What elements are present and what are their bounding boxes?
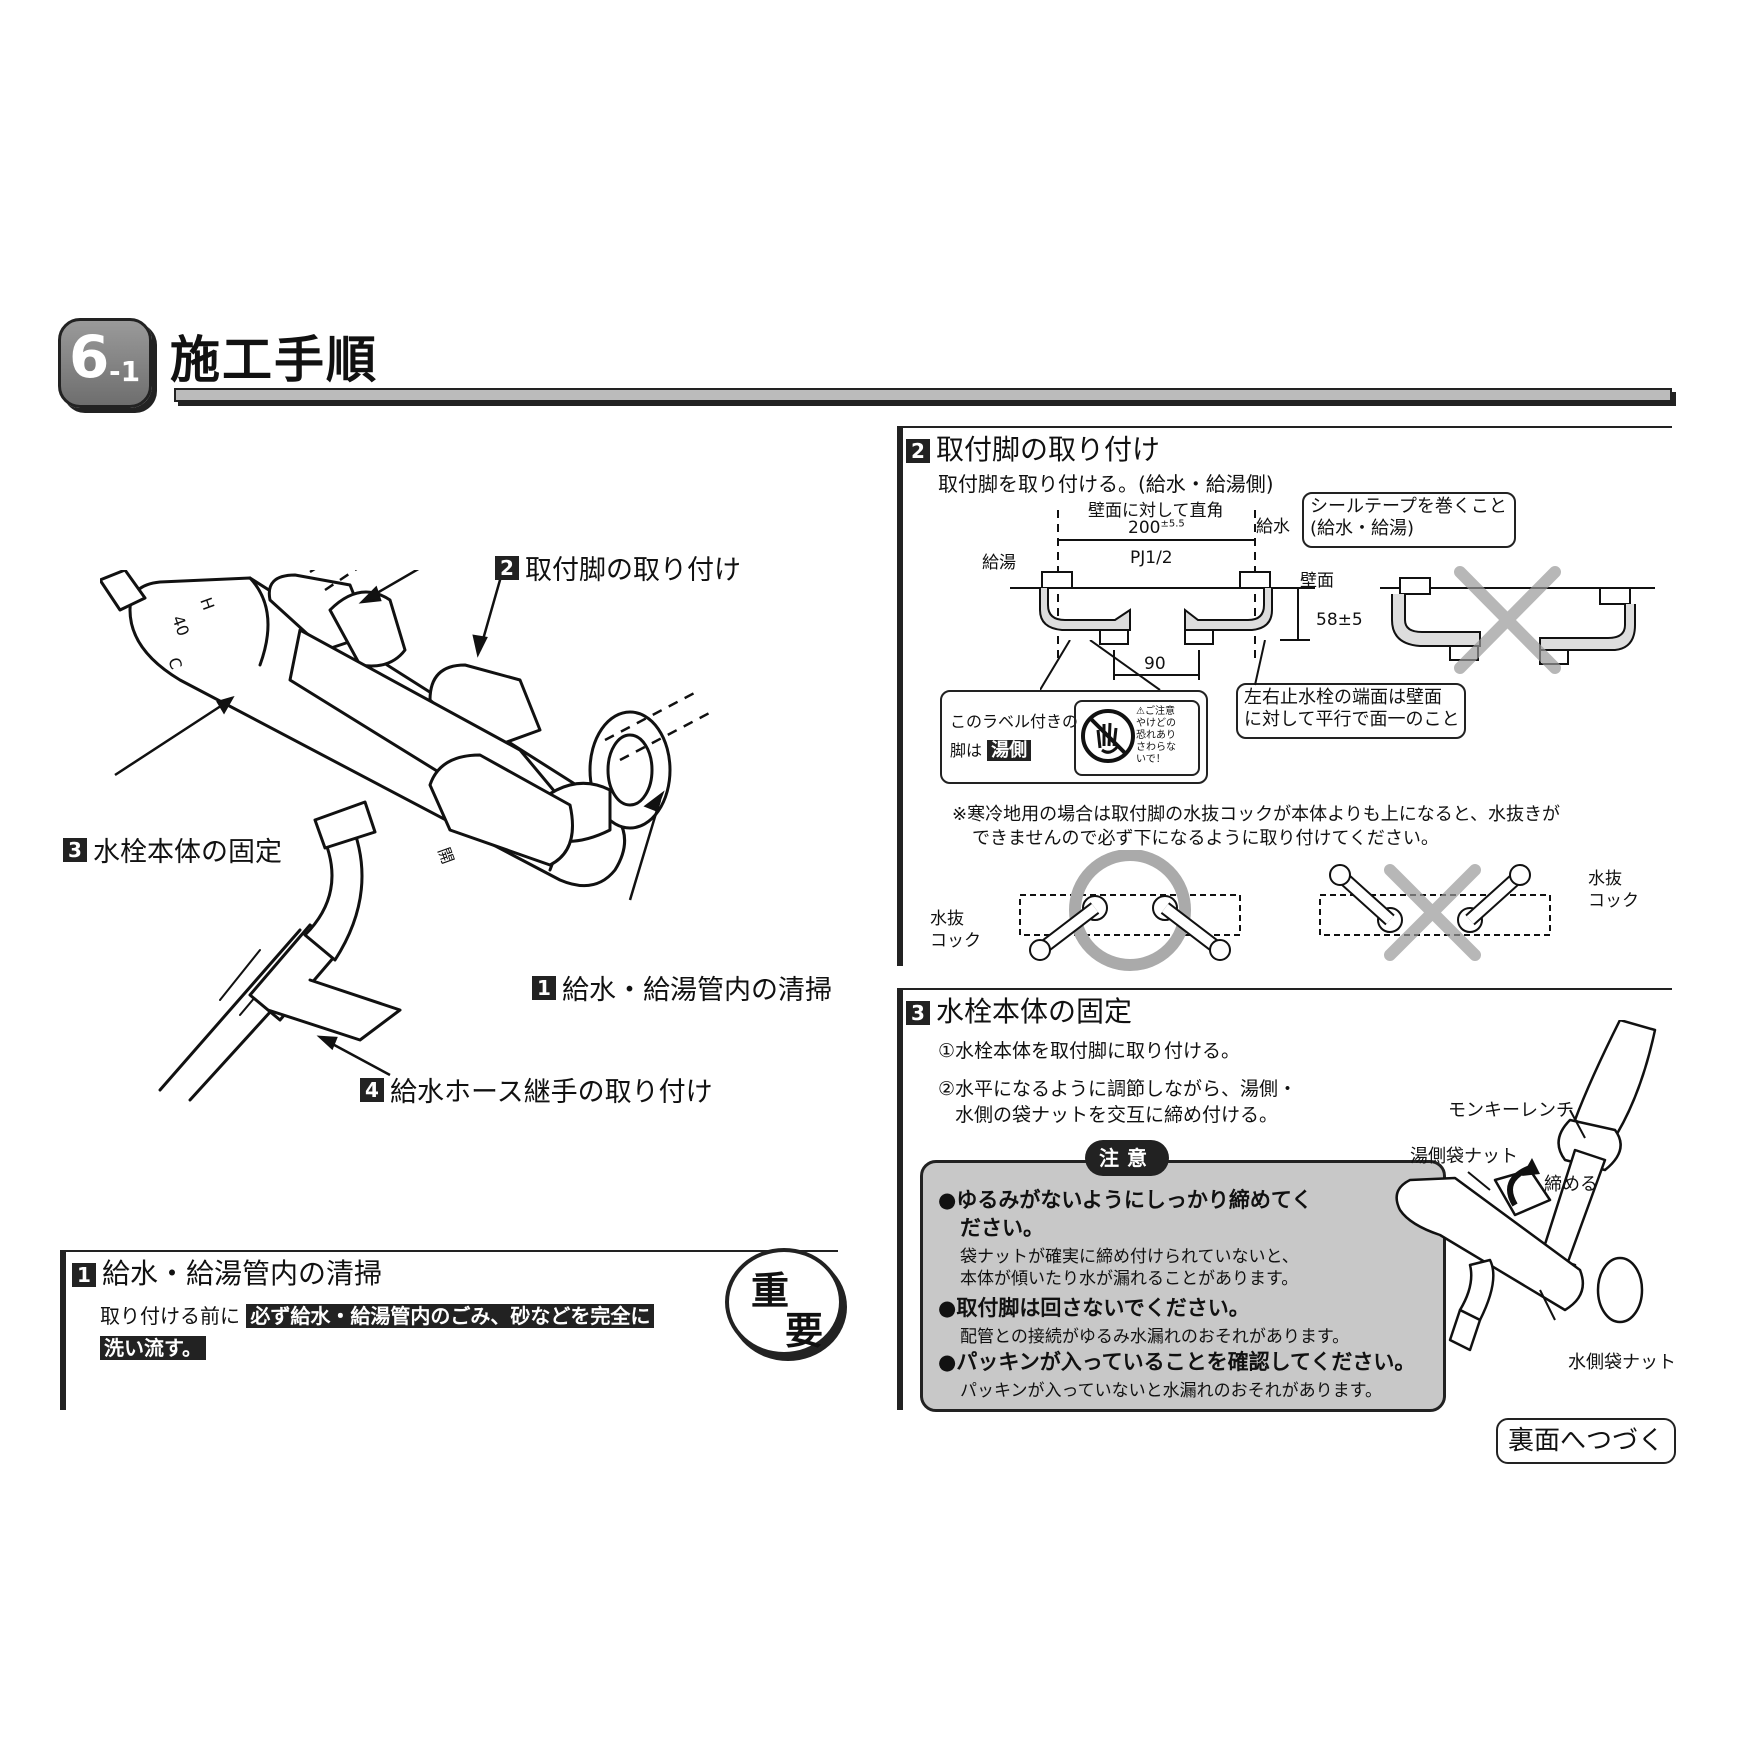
step3-instruction-1: ①水栓本体を取付脚に取り付ける。 [938,1040,1241,1062]
hot-side-tag: 湯側 [987,740,1032,761]
step1-text-line2: 洗い流す。 [100,1332,206,1361]
hot-nut-label: 湯側袋ナット [1410,1146,1518,1167]
caution-item-3-body: パッキンが入っていないと水漏れのおそれがあります。 [960,1381,1382,1401]
step1-rule [60,1250,838,1252]
page-title: 施工手順 [170,331,378,389]
caution-box [920,1160,1446,1412]
burn-warning-sticker: ⚠ご注意 やけどの 恐れあり さわらな いで！ [1074,700,1200,776]
caution-item-2-body: 配管との接続がゆるみ水漏れのおそれがあります。 [960,1327,1350,1347]
section-number-badge: 6 -1 [58,318,152,408]
step3-instruction-2a: ②水平になるように調節しながら、湯側・ [938,1078,1298,1100]
cold-nut-label: 水側袋ナット [1568,1352,1676,1373]
open-label: 開 [434,845,457,867]
caution-item-3-head: ●パッキンが入っていることを確認してください。 [938,1350,1416,1374]
cold-region-note-1: ※寒冷地用の場合は取付脚の水抜コックが本体よりも上になると、水抜きが [952,804,1560,825]
dimension-58: 58±5 [1316,610,1363,630]
tighten-label: 締める [1544,1174,1598,1195]
caution-item-2-head: ●取付脚は回さないでください。 [938,1296,1250,1320]
step1-text-line1: 取り付ける前に 必ず給水・給湯管内のごみ、砂などを完全に [100,1300,655,1329]
parallel-callout: 左右止水栓の端面は壁面 に対して平行で面一のこと [1236,683,1466,739]
drain-cock-right-label: 水抜 コック [1588,869,1639,911]
cold-water-label: 給水 [1256,517,1290,537]
step2-subtitle: 取付脚を取り付ける。(給水・給湯側) [938,472,1274,496]
step3-instruction-2b: 水側の袋ナットを交互に締め付ける。 [955,1104,1279,1126]
caution-title: 注意 [1085,1140,1169,1176]
leg-dimension-diagram [1010,510,1655,680]
step2-bar [897,426,903,966]
step1-highlight-1: 必ず給水・給湯管内のごみ、砂などを完全に [246,1304,655,1328]
wrench-label: モンキーレンチ [1448,1100,1574,1121]
continue-on-back-button: 裏面へつづく [1496,1418,1676,1464]
section-number: 6 [69,323,110,391]
hot-water-label: 給湯 [982,553,1016,573]
hot-side-label-callout: このラベル付きの 脚は 湯側 ⚠ご注意 やけどの 恐れあり さわらな いで！ [940,690,1208,784]
dimension-90: 90 [1144,654,1166,674]
perpendicular-label: 壁面に対して直角 [1088,501,1224,521]
step3-rule [897,988,1672,990]
dimension-200: 200±5.5 [1128,518,1185,538]
seal-tape-callout: シールテープを巻くこと (給水・給湯) [1302,492,1516,548]
step1-bar [60,1250,66,1410]
callout-leaders [1040,640,1266,690]
step3-bar [897,988,903,1410]
cold-region-note-2: できませんので必ず下になるように取り付けてください。 [972,828,1439,849]
step2-rule [897,426,1672,428]
section-subnumber: -1 [109,355,141,388]
caution-item-1-body: 袋ナットが確実に締め付けられていないと、 本体が傾いたり水が漏れることがあります… [960,1247,1299,1289]
pj-label: PJ1/2 [1130,548,1173,568]
wrench-tightening-illustration [1395,1020,1657,1352]
no-touch-icon [1081,709,1135,763]
title-rule [174,388,1672,402]
drain-cock-left-label: 水抜 コック [930,909,981,951]
drain-cock-diagrams [1019,850,1551,971]
caution-item-1-head: ●ゆるみがないようにしっかり締めてく ださい。 [938,1188,1313,1240]
wall-label: 壁面 [1300,571,1334,591]
important-badge: 重 要 [725,1248,843,1356]
faucet-overview-illustration: 40 H C 開 [100,570,716,1102]
step1-highlight-2: 洗い流す。 [100,1336,206,1360]
